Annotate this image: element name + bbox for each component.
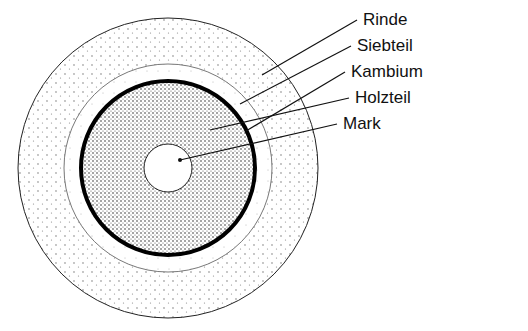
bark-ring (18, 18, 318, 318)
xylem-disc (82, 82, 254, 254)
leader-line (246, 72, 345, 131)
leader-dot (178, 158, 182, 162)
part-label: Kambium (350, 62, 424, 82)
leader-line (240, 46, 351, 104)
part-label: Siebteil (356, 36, 414, 56)
part-label: Holzteil (354, 88, 412, 108)
leader-line (262, 20, 357, 75)
pith-disc (144, 144, 192, 192)
leader-line (210, 98, 349, 130)
phloem-ring (64, 64, 272, 272)
part-label: Rinde (362, 10, 408, 30)
leader-line (180, 124, 337, 160)
cambium-ring (81, 81, 255, 255)
part-label: Mark (342, 114, 382, 134)
